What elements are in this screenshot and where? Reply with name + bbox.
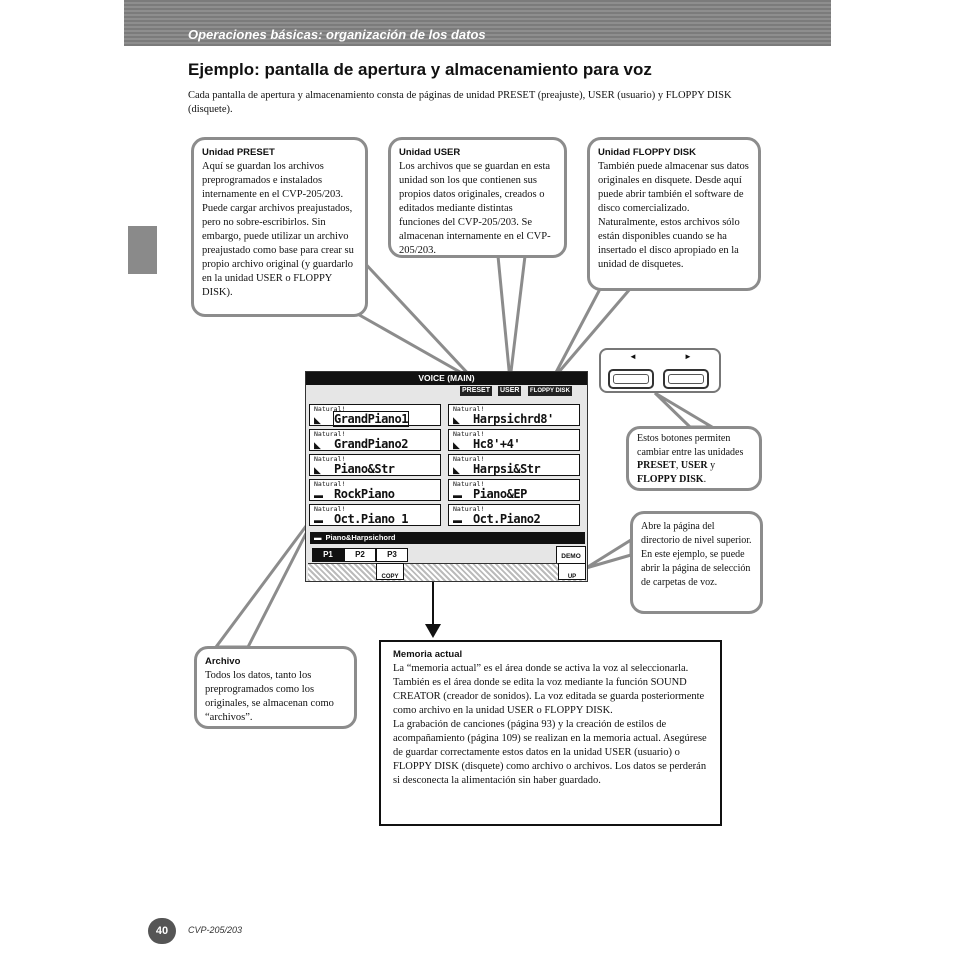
callout-text: , [675,460,679,471]
callout-body: Los archivos que se guardan en esta unid… [399,161,551,256]
folder-name: Piano&Harpsichord [325,533,396,542]
callout-body: La “memoria actual” es el área donde se … [393,663,705,716]
callout-memoria: Memoria actual La “memoria actual” es el… [379,640,722,826]
left-arrow-icon: ◄ [629,352,637,361]
page-title: Ejemplo: pantalla de apertura y almacena… [188,60,652,79]
callout-heading: Memoria actual [393,649,463,660]
voice-file[interactable]: Natural! ▬ Oct.Piano 1 [309,504,441,526]
callout-user: Unidad USER Los archivos que se guardan … [388,137,567,258]
voice-name: Oct.Piano2 [473,512,541,526]
demo-button[interactable]: DEMO [556,546,586,564]
callout-preset: Unidad PRESET Aquí se guardan los archiv… [191,137,368,317]
voice-name: GrandPiano1 [333,411,409,427]
folder-icon: ▬ [314,533,322,542]
voice-name: RockPiano [334,487,395,501]
callout-bold: USER [680,460,708,471]
callout-body: Abre la página del directorio de nivel s… [641,521,752,588]
voice-category: Natural! [453,505,485,513]
voice-category: Natural! [314,430,346,438]
voice-file[interactable]: Natural! ▬ Oct.Piano2 [448,504,580,526]
voice-name: Hc8'+4' [473,437,521,451]
model-name: CVP-205/203 [188,925,243,935]
voice-category: Natural! [453,455,485,463]
voice-category: Natural! [453,405,485,413]
page-tab-3[interactable]: P3 [376,548,408,562]
callout-floppy: Unidad FLOPPY DISK También puede almacen… [587,137,761,291]
callout-text: y [707,460,716,471]
voice-category: Natural! [314,505,346,513]
piano-icon: ◣ [453,415,460,425]
right-unit-button[interactable] [663,369,709,389]
voice-file[interactable]: Natural! ◣ Hc8'+4' [448,429,580,451]
callout-bold: FLOPPY DISK [637,473,704,485]
piano-icon: ◣ [314,465,321,475]
page-tab-1[interactable]: P1 [312,548,344,562]
section-title: Operaciones básicas: organización de los… [188,27,486,42]
callout-text: Estos botones permiten cambiar entre las… [637,433,744,458]
voice-category: Natural! [314,455,346,463]
voice-file[interactable]: Natural! ◣ Harpsi&Str [448,454,580,476]
grand-piano-icon: ◣ [314,415,321,425]
callout-heading: Archivo [205,656,241,667]
voice-file[interactable]: Natural! ◣ GrandPiano2 [309,429,441,451]
archivo-pointer [213,509,320,649]
piano-icon: ◣ [453,440,460,450]
folder-bar: ▬Piano&Harpsichord [310,532,585,544]
voice-name: Piano&Str [334,462,395,476]
voice-file[interactable]: Natural! ◣ Piano&Str [309,454,441,476]
page-tab-2[interactable]: P2 [344,548,376,562]
voice-file[interactable]: Natural! ▬ RockPiano [309,479,441,501]
voice-name: Harpsi&Str [473,462,541,476]
left-unit-button[interactable] [608,369,654,389]
unit-select-buttons: ◄ ► [599,348,721,393]
callout-up: Abre la página del directorio de nivel s… [630,511,763,614]
grand-piano-icon: ◣ [314,440,321,450]
callout-heading: Unidad FLOPPY DISK [598,147,697,158]
keyboard-icon: ▬ [453,490,462,500]
callout-bold: PRESET [637,460,676,471]
copy-button[interactable]: COPY [376,563,404,580]
voice-name: Oct.Piano 1 [334,512,408,526]
callout-body: Todos los datos, tanto los preprogramado… [205,670,334,723]
lcd-screen: VOICE (MAIN) PRESET USER FLOPPY DISK Nat… [305,371,588,582]
user-pointer [496,254,527,381]
callout-text: . [703,473,707,485]
voice-file[interactable]: Natural! ◣ GrandPiano1 [309,404,441,427]
callout-heading: Unidad USER [399,147,461,158]
page-number: 40 [148,918,176,944]
intro-text: Cada pantalla de apertura y almacenamien… [188,90,732,115]
header-bar [124,0,831,46]
lcd-title: VOICE (MAIN) [306,372,587,385]
voice-name: Piano&EP [473,487,527,501]
voice-file[interactable]: Natural! ▬ Piano&EP [448,479,580,501]
callout-buttons: Estos botones permiten cambiar entre las… [626,426,762,491]
buttons-pointer [653,391,718,429]
voice-category: Natural! [314,480,346,488]
side-tab [128,226,157,274]
keyboard-icon: ▬ [314,515,323,525]
up-pointer [585,537,633,570]
tab-floppy-disk[interactable]: FLOPPY DISK [528,386,572,396]
voice-category: Natural! [453,480,485,488]
up-button[interactable]: UP [558,563,586,580]
voice-name: GrandPiano2 [334,437,408,451]
callout-body: Aquí se guardan los archivos preprograma… [202,161,354,298]
callout-archivo: Archivo Todos los datos, tanto los prepr… [194,646,357,729]
callout-heading: Unidad PRESET [202,147,275,158]
voice-category: Natural! [453,430,485,438]
tab-user[interactable]: USER [498,386,522,396]
voice-category: Natural! [314,405,346,413]
callout-body: También puede almacenar sus datos origin… [598,161,749,270]
tab-preset[interactable]: PRESET [460,386,493,396]
keyboard-icon: ▬ [453,515,462,525]
voice-name: Harpsichrd8' [473,412,554,426]
piano-icon: ◣ [453,465,460,475]
memoria-arrow-head [425,624,441,638]
callout-body: La grabación de canciones (página 93) y … [393,719,707,786]
voice-file[interactable]: Natural! ◣ Harpsichrd8' [448,404,580,426]
lcd-function-bar [308,563,586,581]
keyboard-icon: ▬ [314,490,323,500]
right-arrow-icon: ► [684,352,692,361]
